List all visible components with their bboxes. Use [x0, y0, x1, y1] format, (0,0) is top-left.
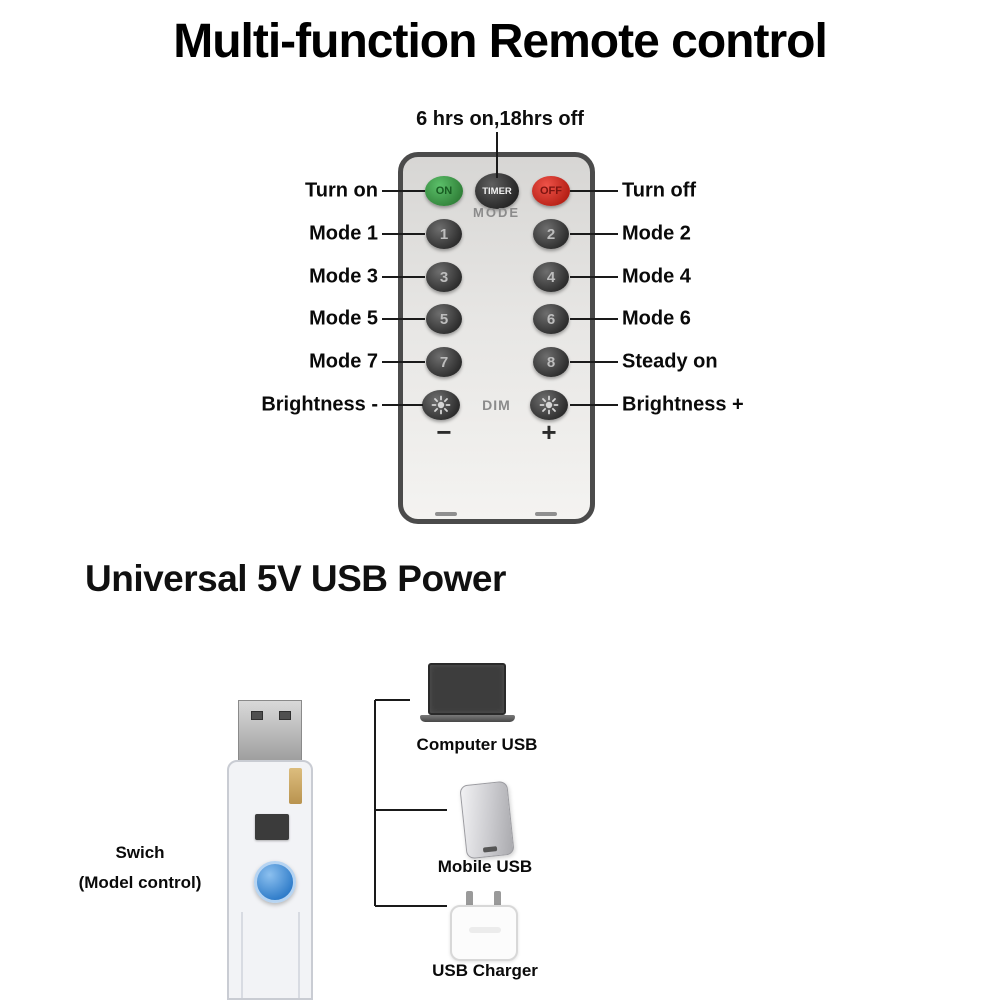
laptop-icon [420, 663, 515, 725]
remote-control: ON TIMER OFF MODE 1 2 3 4 5 6 7 8 DIM [398, 152, 595, 524]
label-mode-7: Mode 7 [309, 350, 378, 373]
usb-section-heading: Universal 5V USB Power [85, 558, 506, 599]
mode-3-button: 3 [426, 262, 462, 292]
mode-1-button: 1 [426, 219, 462, 249]
brightness-up-button [530, 390, 568, 420]
page-title: Multi-function Remote control [173, 15, 828, 68]
charger-prong [494, 891, 501, 907]
internal-wire [298, 912, 300, 998]
charger-prong [466, 891, 473, 907]
label-mode-3: Mode 3 [309, 265, 378, 288]
laptop-base [420, 715, 515, 722]
minus-symbol: − [436, 417, 452, 447]
mode-4-button: 4 [533, 262, 569, 292]
usb-charger-icon [450, 891, 520, 963]
mode-label: MODE [473, 205, 520, 220]
usb-plug-metal [238, 700, 302, 762]
dim-label: DIM [482, 397, 511, 413]
powerbank-icon [459, 780, 515, 860]
timer-button: TIMER [475, 173, 519, 209]
remote-notch [435, 512, 457, 516]
label-computer-usb: Computer USB [416, 735, 538, 754]
switch-callout: Swich (Model control) [55, 838, 225, 898]
usb-contact-strip [289, 768, 302, 804]
label-turn-on: Turn on [305, 179, 378, 202]
label-turn-off: Turn off [622, 179, 697, 202]
internal-wire [241, 912, 243, 998]
usb-connector [227, 700, 313, 1000]
brightness-down-button [422, 390, 460, 420]
mode-5-button: 5 [426, 304, 462, 334]
controller-chip [255, 814, 289, 840]
label-mode-4: Mode 4 [622, 265, 691, 288]
timer-note: 6 hrs on,18hrs off [416, 108, 584, 130]
laptop-screen [428, 663, 506, 715]
mode-7-button: 7 [426, 347, 462, 377]
label-mode-1: Mode 1 [309, 222, 378, 245]
label-mode-6: Mode 6 [622, 307, 691, 330]
label-mobile-usb: Mobile USB [437, 857, 533, 876]
powerbank-port [482, 846, 498, 853]
off-button: OFF [532, 176, 570, 206]
switch-label: Swich [115, 843, 165, 862]
label-usb-charger: USB Charger [432, 961, 538, 980]
label-steady-on: Steady on [622, 350, 718, 373]
label-mode-5: Mode 5 [309, 307, 378, 330]
on-button: ON [425, 176, 463, 206]
usb-controller-body [227, 760, 313, 1000]
mode-6-button: 6 [533, 304, 569, 334]
mode-2-button: 2 [533, 219, 569, 249]
charger-logo-mark [469, 927, 501, 933]
remote-notch [535, 512, 557, 516]
label-mode-2: Mode 2 [622, 222, 691, 245]
charger-body [450, 905, 518, 961]
plus-symbol: + [541, 417, 557, 447]
sun-icon [539, 395, 559, 415]
label-brightness-plus: Brightness + [622, 393, 744, 416]
mode-switch-button [254, 861, 296, 903]
sun-icon [431, 395, 451, 415]
switch-sublabel: (Model control) [78, 873, 202, 892]
mode-8-button: 8 [533, 347, 569, 377]
label-brightness-minus: Brightness - [261, 393, 378, 416]
usb-plug-slot [251, 711, 263, 720]
usb-plug-slot [279, 711, 291, 720]
